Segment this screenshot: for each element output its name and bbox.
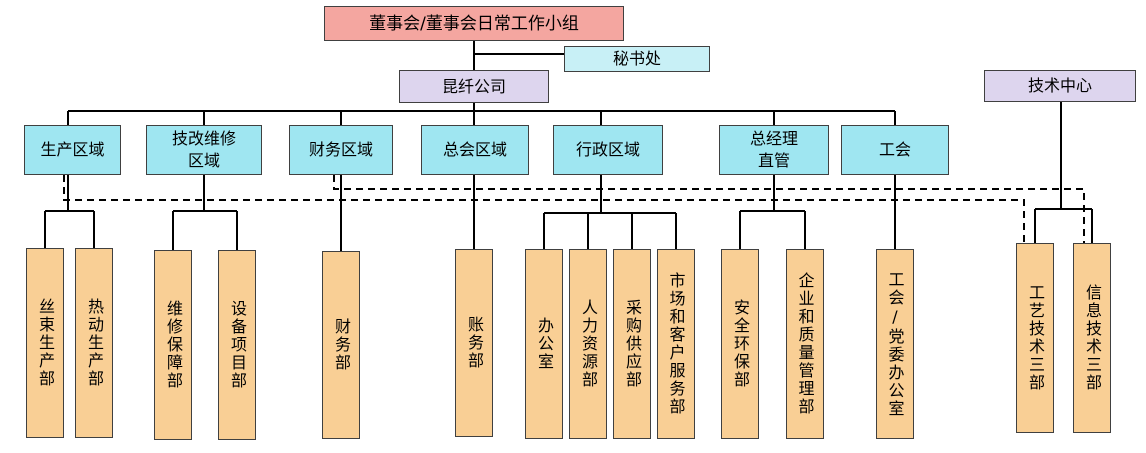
dept-craft3: 工艺技术三部	[1016, 243, 1054, 433]
dept-office: 办公室	[525, 249, 563, 439]
secretary-label: 秘书处	[612, 49, 661, 68]
dept-accounts: 账务部	[455, 249, 493, 437]
dept-craft3-label: 工艺技术三部	[1026, 284, 1045, 392]
dept-equipment: 设备项目部	[218, 250, 256, 440]
tech-center-label: 技术中心	[1027, 76, 1092, 95]
dept-market: 市场和客户服务部	[657, 249, 695, 439]
dept-finance-label: 财务部	[332, 318, 351, 372]
region-union-label: 工会	[878, 140, 911, 159]
region-production-label: 生产区域	[40, 140, 105, 159]
dept-silk-label: 丝束生产部	[36, 298, 55, 388]
dept-thermal: 热动生产部	[75, 248, 113, 438]
dept-finance: 财务部	[322, 251, 360, 439]
board-label: 董事会/董事会日常工作小组	[369, 13, 579, 34]
region-admin: 行政区域	[553, 125, 663, 175]
dept-info3: 信息技术三部	[1073, 243, 1111, 433]
region-gm-line2: 直管	[757, 151, 790, 170]
dept-equipment-label: 设备项目部	[228, 300, 247, 390]
region-gm-line1: 总经理	[749, 129, 798, 148]
dept-info3-label: 信息技术三部	[1083, 284, 1102, 392]
dept-maintenance-label: 维修保障部	[164, 300, 183, 390]
dept-thermal-label: 热动生产部	[85, 298, 104, 388]
dept-hr-label: 人力资源部	[579, 299, 598, 389]
dept-office-label: 办公室	[535, 317, 554, 371]
region-union: 工会	[841, 125, 949, 175]
region-general: 总会区域	[421, 125, 529, 175]
secretary-box: 秘书处	[564, 46, 710, 72]
dept-quality: 企业和质量管理部	[786, 249, 824, 439]
dept-silk: 丝束生产部	[26, 248, 64, 438]
company-label: 昆纤公司	[441, 76, 506, 96]
dept-safety-label: 安全环保部	[731, 299, 750, 389]
dept-procurement: 采购供应部	[613, 249, 651, 439]
region-tech-maint: 技改维修 区域	[146, 125, 262, 175]
tech-center-box: 技术中心	[984, 70, 1136, 102]
region-gm: 总经理 直管	[719, 125, 829, 175]
region-tech-maint-line2: 区域	[187, 151, 220, 170]
region-general-label: 总会区域	[442, 140, 507, 159]
dept-procurement-label: 采购供应部	[623, 299, 642, 389]
region-tech-maint-line1: 技改维修	[171, 129, 236, 148]
dept-market-label: 市场和客户服务部	[666, 272, 686, 416]
dept-maintenance: 维修保障部	[154, 250, 192, 440]
region-production: 生产区域	[24, 125, 121, 175]
dept-hr: 人力资源部	[569, 249, 607, 439]
board-box: 董事会/董事会日常工作小组	[324, 6, 624, 41]
dept-safety: 安全环保部	[721, 249, 759, 439]
company-box: 昆纤公司	[399, 70, 549, 103]
dept-quality-label: 企业和质量管理部	[795, 272, 815, 416]
region-admin-label: 行政区域	[575, 140, 640, 159]
region-finance: 财务区域	[289, 125, 393, 175]
dept-accounts-label: 账务部	[465, 316, 484, 370]
dept-union-office: 工会/党委办公室	[876, 249, 914, 439]
dept-union-office-label: 工会/党委办公室	[885, 270, 905, 418]
region-finance-label: 财务区域	[308, 140, 373, 159]
